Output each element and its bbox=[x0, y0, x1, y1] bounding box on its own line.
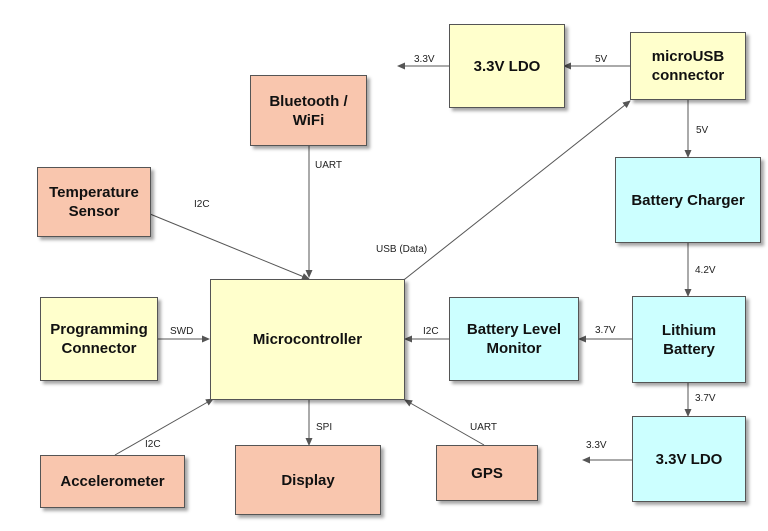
gps-block: GPS bbox=[436, 445, 538, 501]
battery-charger-block: Battery Charger bbox=[615, 157, 761, 243]
battery-to-ldo-label: 3.7V bbox=[695, 393, 716, 404]
usb-to-ldo-label: 5V bbox=[595, 54, 608, 65]
accelerometer-i2c-arrow bbox=[114, 398, 214, 456]
usb-data-label: USB (Data) bbox=[376, 244, 428, 255]
gps-uart-label: UART bbox=[470, 422, 498, 433]
monitor-i2c-label: I2C bbox=[423, 326, 439, 337]
programming-swd-label: SWD bbox=[170, 326, 194, 337]
temperature-i2c-arrow bbox=[149, 213, 310, 280]
charger-to-battery-label: 4.2V bbox=[695, 265, 716, 276]
microcontroller-block: Microcontroller bbox=[210, 279, 405, 400]
accelerometer-block: Accelerometer bbox=[40, 455, 185, 508]
bluetooth-wifi-block: Bluetooth / WiFi bbox=[250, 75, 367, 146]
accelerometer-i2c-label: I2C bbox=[145, 439, 161, 450]
usb-to-charger-label: 5V bbox=[696, 125, 709, 136]
ldo-top-block: 3.3V LDO bbox=[449, 24, 565, 108]
display-block: Display bbox=[235, 445, 381, 515]
display-spi-label: SPI bbox=[316, 422, 333, 433]
lithium-battery-block: Lithium Battery bbox=[632, 296, 746, 383]
programming-connector-block: Programming Connector bbox=[40, 297, 158, 381]
ldo-bottom-block: 3.3V LDO bbox=[632, 416, 746, 502]
microusb-connector-block: microUSB connector bbox=[630, 32, 746, 100]
usb-data-arrow bbox=[397, 100, 631, 287]
bluetooth-uart-label: UART bbox=[315, 160, 343, 171]
temperature-sensor-block: Temperature Sensor bbox=[37, 167, 151, 237]
ldo-bottom-output-label: 3.3V bbox=[586, 440, 607, 451]
battery-to-monitor-label: 3.7V bbox=[595, 325, 616, 336]
gps-uart-arrow bbox=[404, 399, 485, 446]
battery-level-monitor-block: Battery Level Monitor bbox=[449, 297, 579, 381]
ldo-top-output-label: 3.3V bbox=[414, 54, 435, 65]
temperature-i2c-label: I2C bbox=[194, 199, 210, 210]
